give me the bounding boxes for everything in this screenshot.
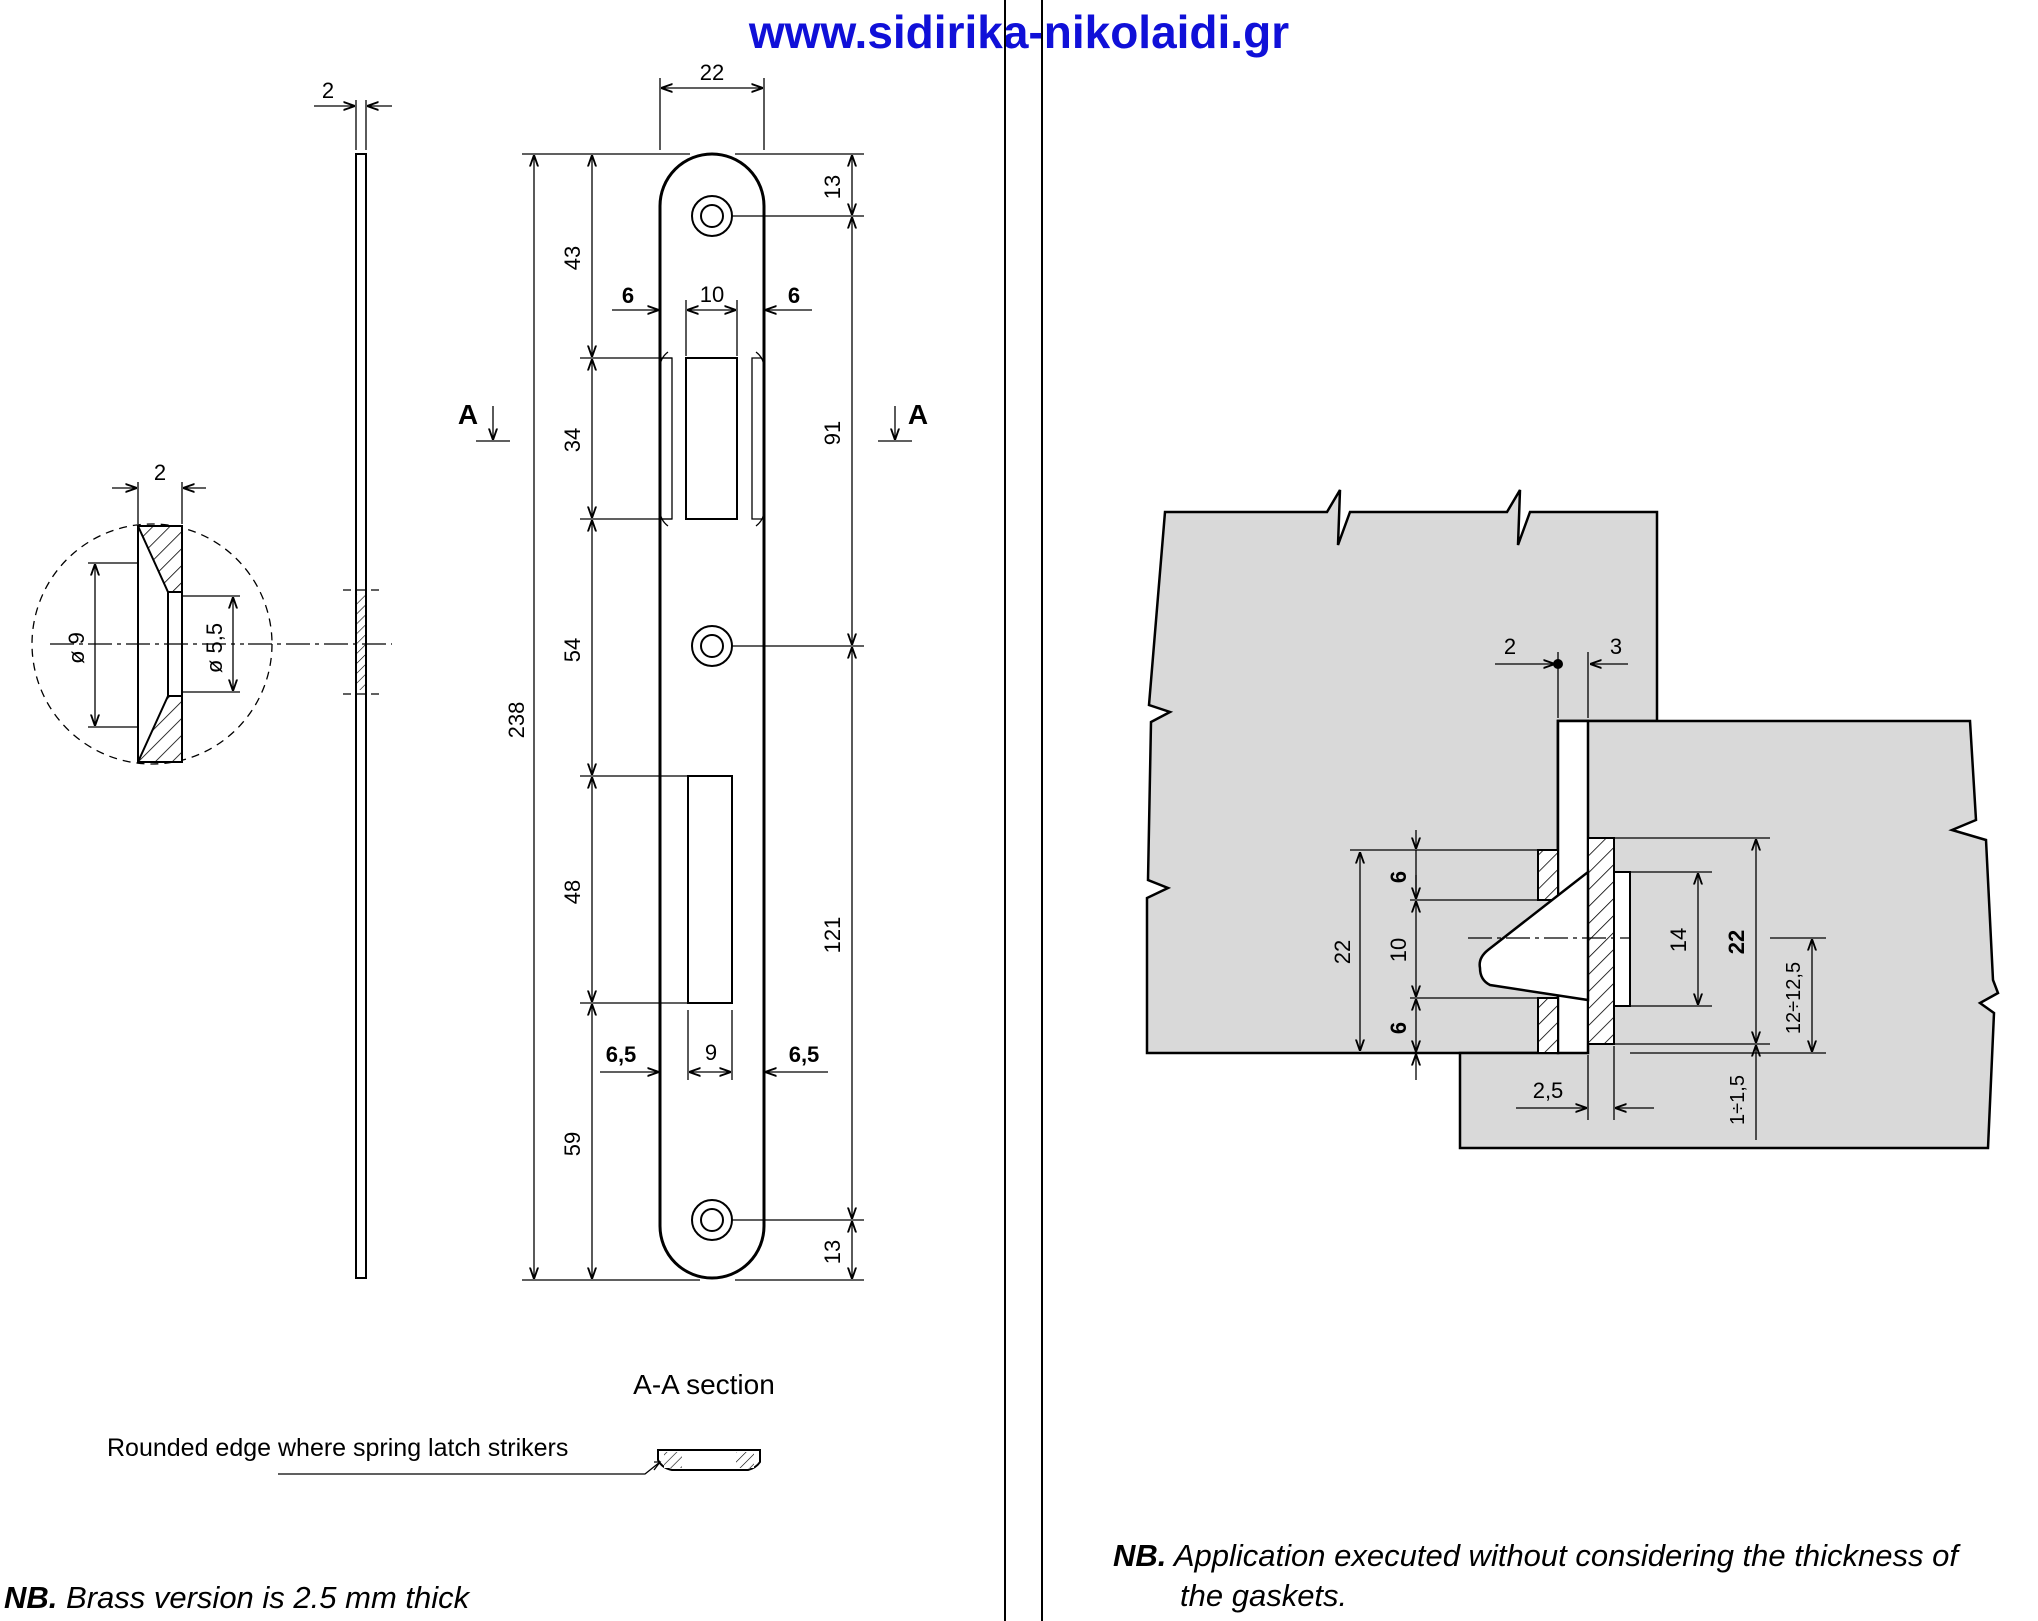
- app-right-label: 22: [1724, 930, 1749, 954]
- plate-side-view: 2: [248, 78, 392, 1279]
- segment-label: 54: [560, 638, 585, 662]
- app-right-label: 14: [1666, 928, 1691, 952]
- strike-plate-front-view: [658, 152, 766, 1280]
- outer-diameter-label: ø 9: [64, 632, 89, 664]
- app-top-label: 2: [1504, 634, 1516, 659]
- right-dim-label: 13: [820, 1240, 845, 1264]
- app-left-label: 10: [1386, 938, 1411, 962]
- rounded-edge-note: Rounded edge where spring latch strikers: [107, 1434, 568, 1462]
- hole-detail: ø 9 ø 5,5 2: [31, 460, 273, 765]
- svg-text:A: A: [458, 399, 478, 430]
- left-note: NB. Brass version is 2.5 mm thick: [4, 1580, 471, 1615]
- website-title: www.sidirika-nikolaidi.gr: [748, 6, 1289, 58]
- app-right-label: 12÷12,5: [1783, 962, 1805, 1034]
- screw-hole: [691, 195, 733, 237]
- app-bottom-label: 1÷1,5: [1727, 1075, 1749, 1125]
- segment-label: 34: [560, 428, 585, 452]
- right-dim-label: 121: [820, 917, 845, 954]
- app-left-label: 22: [1330, 940, 1355, 964]
- inner-diameter-label: ø 5,5: [202, 623, 227, 673]
- app-top-label: 3: [1610, 634, 1622, 659]
- plate-width-label: 22: [700, 60, 724, 85]
- total-length-label: 238: [504, 702, 529, 739]
- upper-slot-label: 6: [788, 283, 800, 308]
- section-marker-right: A: [878, 399, 928, 442]
- upper-slot-label: 6: [622, 283, 634, 308]
- application-view: 2 3 22 6 10 6 14 22: [1145, 489, 2000, 1150]
- screw-hole: [691, 625, 733, 667]
- app-left-label: 6: [1386, 871, 1411, 883]
- page-divider: [1004, 0, 1043, 1621]
- upper-slot-label: 10: [700, 282, 724, 307]
- detail-thickness-label: 2: [154, 460, 166, 485]
- right-dim-label: 91: [820, 421, 845, 445]
- section-marker-left: A: [458, 399, 510, 442]
- right-note-line-1: NB. Application executed without conside…: [1113, 1538, 1961, 1573]
- right-dim-label: 13: [820, 175, 845, 199]
- lower-slot-label: 6,5: [606, 1042, 637, 1067]
- section-profile: [278, 1449, 761, 1475]
- lower-slot-label: 9: [705, 1040, 717, 1065]
- segment-label: 48: [560, 880, 585, 904]
- segment-label: 59: [560, 1132, 585, 1156]
- lower-slot-label: 6,5: [789, 1042, 820, 1067]
- side-thickness-label: 2: [322, 78, 334, 103]
- segment-label: 43: [560, 246, 585, 270]
- plate-dimensions: 22 238 43 34 54 48 59: [504, 60, 864, 1281]
- section-caption: A-A section: [633, 1369, 775, 1400]
- app-bottom-label: 2,5: [1533, 1078, 1564, 1103]
- app-left-label: 6: [1386, 1022, 1411, 1034]
- svg-text:A: A: [908, 399, 928, 430]
- screw-hole: [691, 1199, 733, 1241]
- right-note-line-2: the gaskets.: [1180, 1578, 1347, 1613]
